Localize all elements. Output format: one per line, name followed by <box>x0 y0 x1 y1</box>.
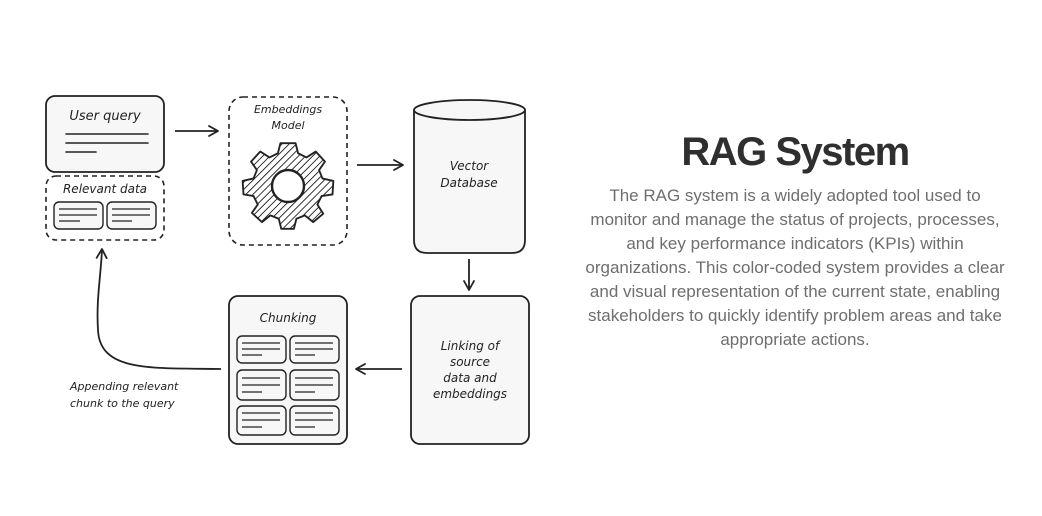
embeddings-model-box: Embeddings Model <box>228 96 348 246</box>
relevant-data-label: Relevant data <box>63 182 147 196</box>
linking-label-line2: source <box>450 355 490 369</box>
page-description: The RAG system is a widely adopted tool … <box>585 186 1005 349</box>
chunk-card <box>289 369 340 401</box>
chunk-card <box>236 369 287 401</box>
embeddings-model-label-line1: Embeddings <box>254 103 322 116</box>
chunking-box: Chunking <box>228 295 348 445</box>
gear-icon <box>241 142 335 230</box>
diagram-canvas: User query Relevant data <box>45 95 530 445</box>
chunk-card <box>289 405 340 436</box>
chunk-card <box>236 405 287 436</box>
linking-label-line1: Linking of <box>441 339 501 353</box>
chunk-card <box>289 335 340 364</box>
user-query-box: User query <box>45 95 165 173</box>
user-query-label: User query <box>69 109 141 124</box>
relevant-data-box: Relevant data <box>45 175 165 241</box>
chunking-label: Chunking <box>260 311 317 325</box>
linking-box: Linking of source data and embeddings <box>410 295 530 445</box>
chunk-card <box>236 335 287 364</box>
append-label-line1: Appending relevant <box>69 380 179 393</box>
rag-flow-diagram: User query Relevant data <box>45 95 530 445</box>
relevant-data-card-left <box>53 201 104 230</box>
embeddings-model-label-line2: Model <box>271 119 304 132</box>
vector-database-cylinder: Vector Database <box>413 99 526 254</box>
linking-label-line3: data and <box>443 371 497 385</box>
vector-database-label-line1: Vector <box>450 159 490 173</box>
vector-database-label-line2: Database <box>440 176 497 190</box>
arrow-chunking-to-relevant-data <box>95 248 222 370</box>
linking-label-line4: embeddings <box>433 387 507 401</box>
info-panel: RAG System The RAG system is a widely ad… <box>580 130 1010 352</box>
page-title: RAG System <box>681 130 910 174</box>
relevant-data-card-right <box>106 201 157 230</box>
append-label-line2: chunk to the query <box>70 397 175 410</box>
